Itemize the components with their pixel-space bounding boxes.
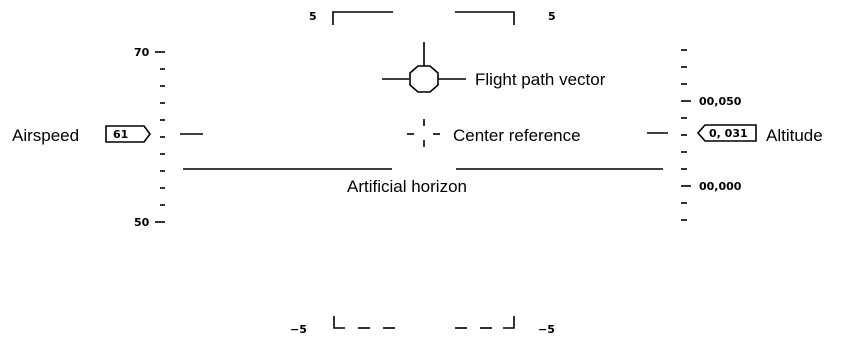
flight-path-vector-symbol: [382, 42, 466, 93]
pitch-label-upper-left: 5: [309, 10, 317, 23]
airspeed-scale-bottom: 50: [134, 216, 150, 229]
altitude-label: Altitude: [766, 126, 823, 145]
airspeed-tape-ticks: [155, 51, 165, 223]
pitch-label-lower-right: −5: [538, 323, 555, 336]
airspeed-scale-top: 70: [134, 46, 150, 59]
pitch-line-minus-5: [333, 316, 515, 329]
flight-path-vector-label: Flight path vector: [475, 70, 606, 89]
altitude-readout-box: [696, 124, 757, 142]
center-reference-label: Center reference: [453, 126, 581, 145]
artificial-horizon-label: Artificial horizon: [347, 177, 467, 196]
pitch-line-plus-5: [332, 11, 515, 25]
airspeed-value: 61: [113, 128, 128, 141]
altitude-scale-lower: 00,000: [699, 180, 742, 193]
altitude-tape-ticks: [681, 49, 691, 221]
center-reference-symbol: [407, 119, 440, 147]
altitude-value: 0, 031: [709, 127, 748, 140]
pitch-label-upper-right: 5: [548, 10, 556, 23]
airspeed-label: Airspeed: [12, 126, 79, 145]
altitude-scale-upper: 00,050: [699, 95, 742, 108]
pitch-label-lower-left: −5: [290, 323, 307, 336]
airspeed-readout-box: [105, 125, 151, 143]
